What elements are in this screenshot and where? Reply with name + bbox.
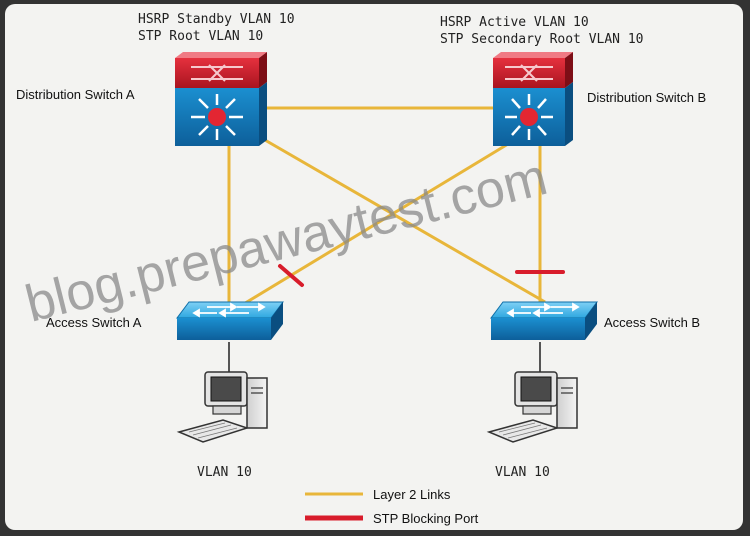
distribution-a-label: Distribution Switch A xyxy=(16,87,135,102)
link-distb-accessa xyxy=(236,142,509,310)
access-switch-a-icon[interactable] xyxy=(176,301,284,340)
legend-layer2-label: Layer 2 Links xyxy=(373,487,451,502)
stp-blocking-ports xyxy=(278,264,565,287)
distribution-b-label: Distribution Switch B xyxy=(587,90,706,105)
distribution-b-role-line2: STP Secondary Root VLAN 10 xyxy=(440,32,644,47)
host-cables xyxy=(228,342,541,382)
blocking-port-distb-accessa xyxy=(278,264,304,287)
distribution-b-role-line1: HSRP Active VLAN 10 xyxy=(440,15,589,30)
diagram-canvas: HSRP Standby VLAN 10 STP Root VLAN 10 HS… xyxy=(5,4,743,530)
link-dista-accessb xyxy=(257,134,546,304)
watermark-text: blog.prepawaytest.com xyxy=(20,148,553,334)
access-b-label: Access Switch B xyxy=(604,315,700,330)
access-switch-b-icon[interactable] xyxy=(490,301,598,340)
distribution-switch-b-icon[interactable] xyxy=(493,52,573,146)
host-a-vlan-label: VLAN 10 xyxy=(197,465,252,480)
access-a-label: Access Switch A xyxy=(46,315,142,330)
distribution-a-role-line2: STP Root VLAN 10 xyxy=(138,29,263,44)
distribution-a-role-line1: HSRP Standby VLAN 10 xyxy=(138,12,295,27)
host-pc-b-icon[interactable] xyxy=(486,371,578,443)
distribution-switch-a-icon[interactable] xyxy=(175,52,267,146)
layer2-links xyxy=(227,106,546,310)
legend: Layer 2 Links STP Blocking Port xyxy=(305,487,479,526)
legend-blocking-label: STP Blocking Port xyxy=(373,511,479,526)
host-b-vlan-label: VLAN 10 xyxy=(495,465,550,480)
host-pc-a-icon[interactable] xyxy=(176,371,268,443)
network-topology-diagram: HSRP Standby VLAN 10 STP Root VLAN 10 HS… xyxy=(16,12,706,526)
